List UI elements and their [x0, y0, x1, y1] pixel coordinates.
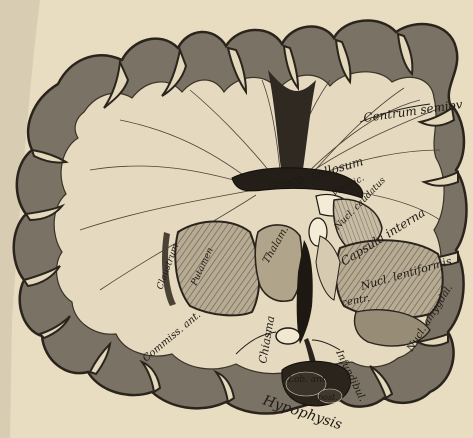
label-lobus-posterior: post.: [318, 393, 338, 402]
optic-chiasma: [276, 328, 300, 344]
label-lobus-anterior: Lob. ant.: [287, 375, 329, 385]
putamen: [175, 222, 259, 316]
